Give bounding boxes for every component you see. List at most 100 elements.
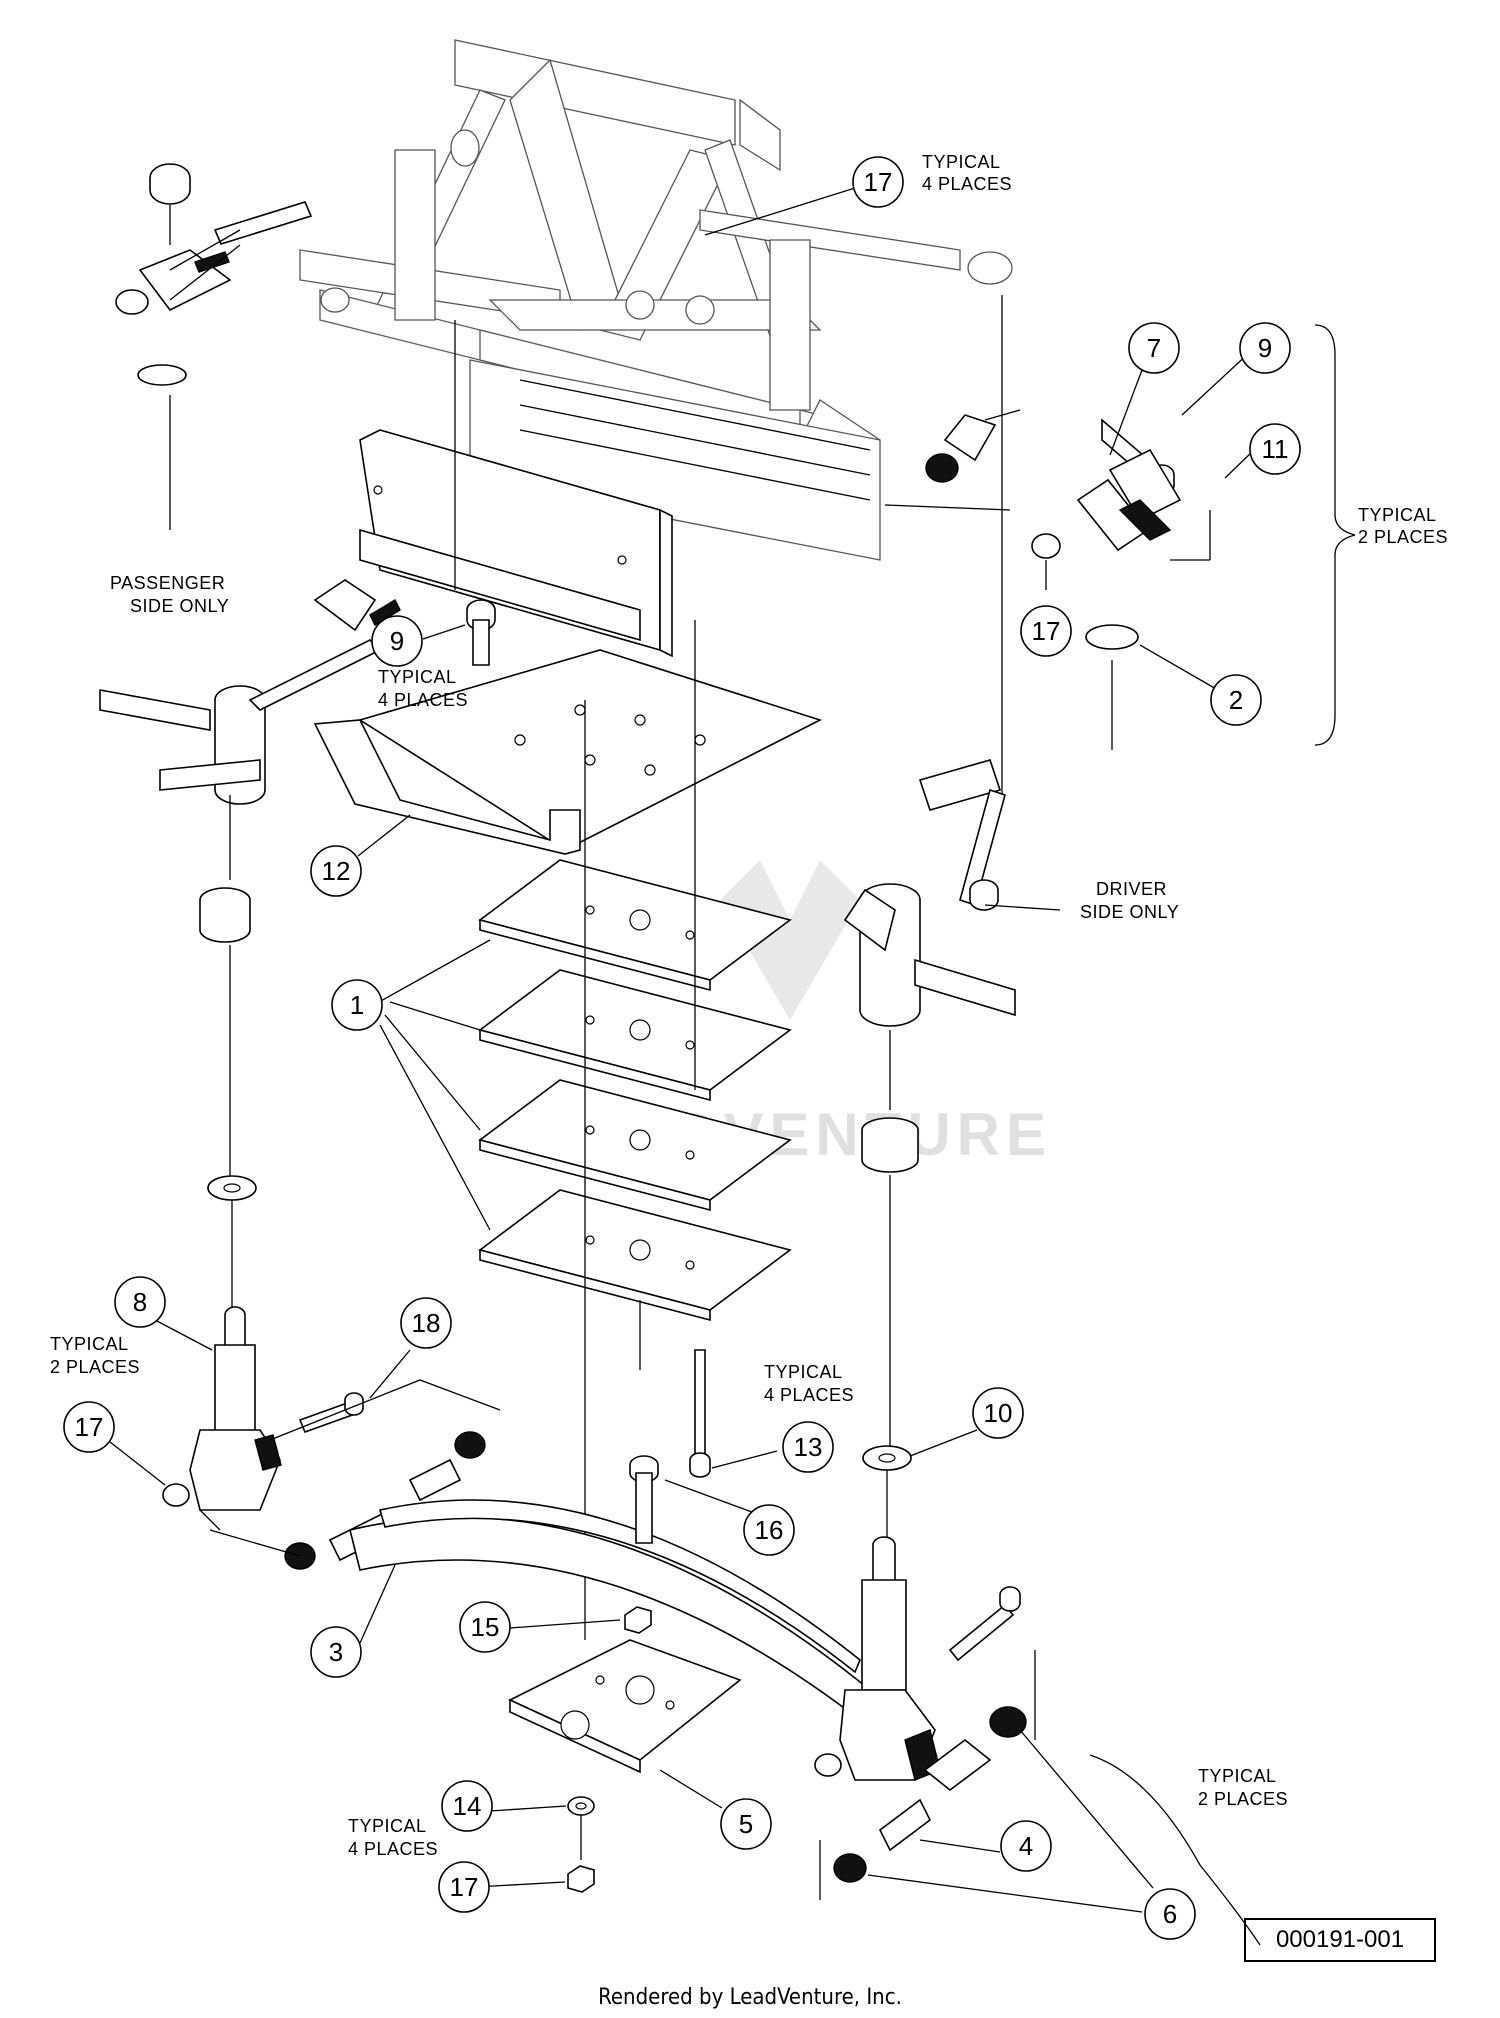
svg-text:12: 12 <box>322 856 351 886</box>
svg-text:9: 9 <box>1258 333 1272 363</box>
callout-7: 7 <box>1128 322 1180 374</box>
bolt-16 <box>629 1455 659 1544</box>
callout-1: 1 <box>331 979 383 1031</box>
svg-text:11: 11 <box>1262 434 1289 464</box>
left-upper-hardware <box>115 163 313 530</box>
callout-13: 13 <box>782 1421 834 1473</box>
callout-5: 5 <box>720 1798 772 1850</box>
svg-text:17: 17 <box>864 167 893 197</box>
nut-15 <box>624 1606 652 1634</box>
front-channel-bracket <box>359 429 673 658</box>
left-king-pin <box>162 1306 282 1531</box>
callout-9-center: 9 <box>371 615 423 667</box>
right-bushing <box>861 1117 919 1450</box>
left-bushing <box>199 887 251 1180</box>
right-seal <box>862 1445 912 1540</box>
callout-16: 16 <box>743 1504 795 1556</box>
frame-assembly <box>299 39 1013 561</box>
svg-text:TYPICAL: TYPICAL <box>50 1334 129 1354</box>
leader-lines <box>109 187 1254 1913</box>
svg-text:16: 16 <box>755 1515 784 1545</box>
callout-4: 4 <box>1000 1820 1052 1872</box>
svg-text:18: 18 <box>412 1308 441 1338</box>
right-bushing-set <box>819 1650 1036 1900</box>
note-typical-4-top: TYPICAL 4 PLACES <box>922 152 1012 194</box>
callout-18: 18 <box>400 1297 452 1349</box>
nut-17-bottom <box>567 1865 595 1893</box>
spacer-plate-12 <box>313 649 823 855</box>
leaf-plates-1 <box>478 859 792 1322</box>
note-typical-4-lower: TYPICAL 4 PLACES <box>764 1362 854 1405</box>
svg-text:4 PLACES: 4 PLACES <box>922 174 1012 194</box>
svg-text:1: 1 <box>350 990 364 1020</box>
callout-8: 8 <box>114 1276 166 1328</box>
diagram-id-box: 000191-001 <box>1244 1918 1436 1962</box>
footer-text: Rendered by LeadVenture, Inc. <box>598 1985 902 2010</box>
center-bolt <box>466 599 496 666</box>
svg-text:7: 7 <box>1147 333 1161 363</box>
svg-text:SIDE ONLY: SIDE ONLY <box>130 596 229 616</box>
note-typical-2-bottom-right: TYPICAL 2 PLACES <box>1198 1766 1288 1809</box>
svg-text:2: 2 <box>1229 685 1243 715</box>
callout-11: 11 <box>1249 423 1301 475</box>
svg-text:15: 15 <box>471 1612 500 1642</box>
callout-17-left: 17 <box>63 1401 115 1453</box>
callout-12: 12 <box>310 845 362 897</box>
clamp-plate-5 <box>508 1639 742 1774</box>
svg-text:4 PLACES: 4 PLACES <box>348 1839 438 1859</box>
long-bolt-13 <box>689 1349 711 1478</box>
callout-14: 14 <box>441 1780 493 1832</box>
callout-6: 6 <box>1144 1888 1196 1940</box>
svg-text:17: 17 <box>75 1412 104 1442</box>
left-seal <box>207 1175 257 1310</box>
svg-text:PASSENGER: PASSENGER <box>110 573 225 593</box>
note-typical-4-bottom: TYPICAL 4 PLACES <box>348 1816 438 1859</box>
callout-3: 3 <box>310 1626 362 1678</box>
svg-text:SIDE ONLY: SIDE ONLY <box>1080 902 1179 922</box>
svg-text:DRIVER: DRIVER <box>1096 879 1167 899</box>
callout-2: 2 <box>1210 674 1262 726</box>
callout-15: 15 <box>459 1601 511 1653</box>
svg-text:3: 3 <box>329 1637 343 1667</box>
bracket-right <box>1314 324 1356 746</box>
svg-text:14: 14 <box>453 1791 482 1821</box>
svg-text:TYPICAL: TYPICAL <box>1198 1766 1277 1786</box>
right-shackle-hardware <box>884 409 1211 750</box>
note-typical-4-mid: TYPICAL 4 PLACES <box>378 667 468 710</box>
passenger-spindle <box>99 579 401 880</box>
note-driver-side-only: DRIVER SIDE ONLY <box>1080 879 1179 922</box>
svg-text:2 PLACES: 2 PLACES <box>1198 1789 1288 1809</box>
callout-17-top: 17 <box>852 156 904 208</box>
svg-text:17: 17 <box>1032 616 1061 646</box>
note-typical-2-right: TYPICAL 2 PLACES <box>1358 505 1448 547</box>
svg-text:6: 6 <box>1163 1899 1177 1929</box>
svg-text:4 PLACES: 4 PLACES <box>764 1385 854 1405</box>
assembly-lines <box>454 295 1003 1640</box>
svg-text:TYPICAL: TYPICAL <box>1358 505 1437 525</box>
callout-17-bottom: 17 <box>438 1861 490 1913</box>
right-king-pin <box>814 1536 1021 1781</box>
note-typical-2-left: TYPICAL 2 PLACES <box>50 1334 140 1377</box>
svg-text:2 PLACES: 2 PLACES <box>1358 527 1448 547</box>
svg-text:5: 5 <box>739 1809 753 1839</box>
svg-text:TYPICAL: TYPICAL <box>348 1816 427 1836</box>
svg-text:13: 13 <box>794 1432 823 1462</box>
note-passenger-side-only: PASSENGER SIDE ONLY <box>110 573 229 616</box>
svg-text:TYPICAL: TYPICAL <box>922 152 1001 172</box>
svg-text:9: 9 <box>390 626 404 656</box>
svg-text:4: 4 <box>1019 1831 1033 1861</box>
callout-10: 10 <box>972 1387 1024 1439</box>
svg-text:10: 10 <box>984 1398 1013 1428</box>
callout-9-top: 9 <box>1239 322 1291 374</box>
left-bolt-18 <box>269 1379 501 1441</box>
svg-text:4 PLACES: 4 PLACES <box>378 690 468 710</box>
svg-text:TYPICAL: TYPICAL <box>378 667 457 687</box>
svg-text:2 PLACES: 2 PLACES <box>50 1357 140 1377</box>
callout-17-right: 17 <box>1020 605 1072 657</box>
svg-text:17: 17 <box>450 1872 479 1902</box>
washer-14 <box>567 1796 595 1860</box>
svg-text:TYPICAL: TYPICAL <box>764 1362 843 1382</box>
driver-spindle <box>843 759 1061 1110</box>
svg-text:8: 8 <box>133 1287 147 1317</box>
